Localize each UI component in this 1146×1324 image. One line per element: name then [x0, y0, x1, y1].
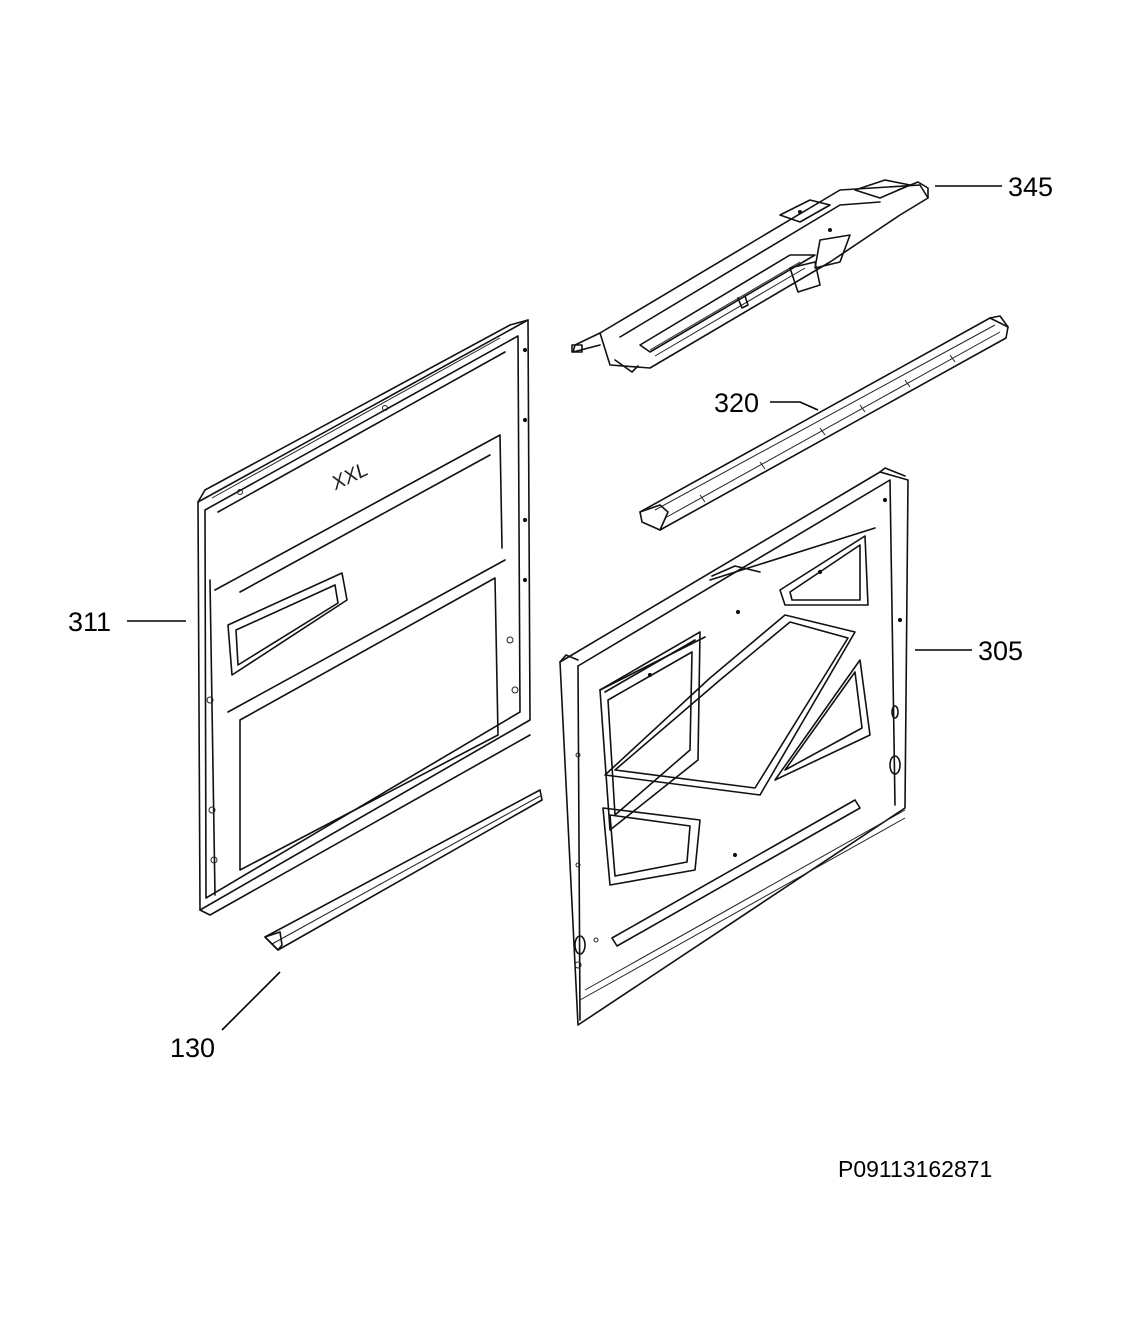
callout-130[interactable]: 130 — [170, 1033, 215, 1063]
callout-311[interactable]: 311 — [68, 607, 111, 637]
callout-305[interactable]: 305 — [978, 636, 1023, 666]
inner-door-logo: XXL — [327, 459, 372, 496]
part-305-outer-door[interactable] — [559, 467, 909, 1026]
part-130-bottom-strip[interactable] — [264, 789, 543, 951]
callout-320[interactable]: 320 — [714, 388, 759, 418]
leader-320 — [770, 401, 819, 411]
callout-345[interactable]: 345 — [1008, 172, 1053, 202]
part-345-latch-assembly[interactable] — [571, 179, 929, 373]
diagram-reference-code: P09113162871 — [838, 1156, 992, 1182]
part-311-inner-door[interactable]: XXL — [197, 319, 531, 916]
part-320-top-strip[interactable] — [639, 315, 1009, 531]
leader-130 — [221, 971, 281, 1031]
